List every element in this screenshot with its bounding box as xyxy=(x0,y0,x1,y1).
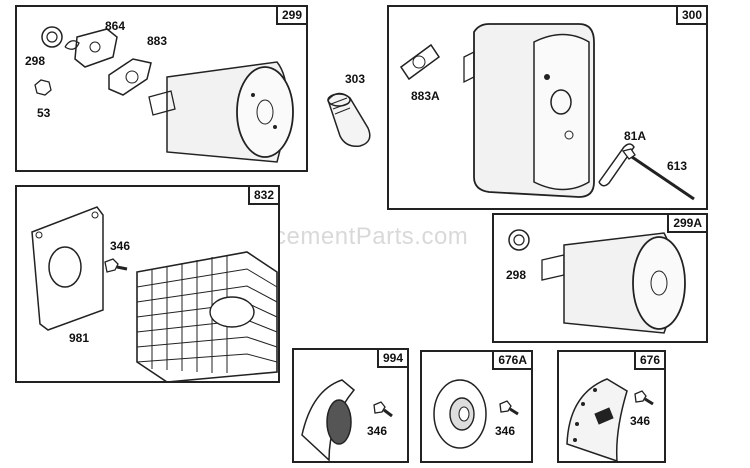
deflector-676-drawing xyxy=(566,378,654,463)
panel-tag-676A: 676A xyxy=(492,350,533,370)
elbow-pipe-icon xyxy=(327,92,371,148)
panel-676A: 676A 346 xyxy=(420,350,533,463)
panel-299A: 299A 298 xyxy=(492,213,708,343)
bolt-icon xyxy=(634,390,647,403)
lock-washer-icon xyxy=(508,229,530,251)
deflector-676A-drawing xyxy=(433,379,519,449)
label-346: 346 xyxy=(367,424,388,438)
bracket-icon xyxy=(598,143,635,187)
panel-tag-994: 994 xyxy=(376,348,409,368)
deflector-plate-icon xyxy=(301,379,356,462)
panel-tag-299A: 299A xyxy=(667,213,708,233)
label-303: 303 xyxy=(345,72,366,86)
label-346: 346 xyxy=(495,424,516,438)
gasket-icon xyxy=(108,58,152,96)
panel-tag-676: 676 xyxy=(633,350,666,370)
label-346: 346 xyxy=(630,414,651,428)
long-bolt-icon xyxy=(628,153,695,201)
panel-300: 300 883A 81A 613 xyxy=(387,5,708,210)
muffler-299A-drawing xyxy=(508,229,686,334)
gasket-icon xyxy=(399,43,441,81)
panel-676: 676 346 xyxy=(557,350,666,463)
muffler-assembly-299-drawing xyxy=(34,26,294,163)
wire-guard-icon xyxy=(136,251,278,383)
muffler-assembly-300-drawing xyxy=(399,23,695,201)
bolt-icon xyxy=(104,258,119,273)
panel-832: 832 346 981 xyxy=(15,185,280,383)
panel-994: 994 346 xyxy=(292,348,409,463)
panel-tag-832: 832 xyxy=(247,185,280,205)
mounting-bracket-icon xyxy=(31,206,104,331)
bolt-icon xyxy=(34,79,52,96)
label-298: 298 xyxy=(25,54,46,68)
deflector-plate-icon xyxy=(433,379,487,449)
flange-icon xyxy=(74,28,118,68)
label-613: 613 xyxy=(667,159,688,173)
panel-tag-299: 299 xyxy=(275,5,308,25)
label-981: 981 xyxy=(69,331,90,345)
label-346: 346 xyxy=(110,239,131,253)
label-53: 53 xyxy=(37,106,51,120)
label-81A: 81A xyxy=(624,129,647,143)
label-864: 864 xyxy=(105,19,126,33)
muffler-guard-832-drawing xyxy=(31,206,278,383)
lock-washer-icon xyxy=(41,26,63,48)
deflector-994-drawing xyxy=(301,379,393,462)
label-883: 883 xyxy=(147,34,168,48)
label-883A: 883A xyxy=(411,89,440,103)
panel-299: 299 298 864 883 53 xyxy=(15,5,308,172)
bolt-icon xyxy=(373,401,386,414)
bolt-icon xyxy=(499,400,512,413)
panel-tag-300: 300 xyxy=(675,5,708,25)
label-298: 298 xyxy=(506,268,527,282)
